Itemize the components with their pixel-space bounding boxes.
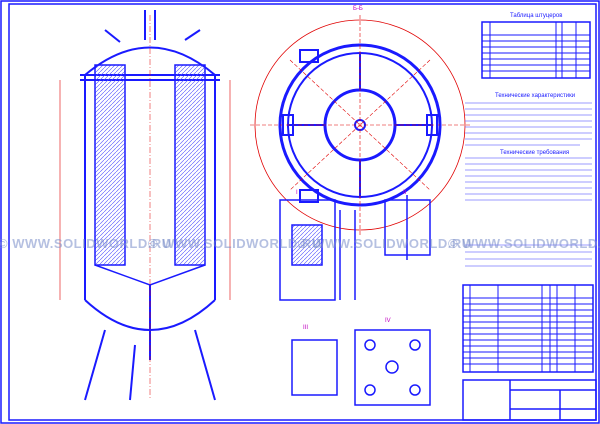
watermark: © WWW.SOLIDWORLD.RU xyxy=(0,236,172,251)
watermark: © WWW.SOLIDWORLD.RU xyxy=(448,236,600,251)
detail-label: II xyxy=(403,190,407,196)
section-label: Б-Б xyxy=(353,6,363,12)
tech-requirements-title: Технические требования xyxy=(500,150,570,156)
detail-label: I xyxy=(296,190,298,196)
watermark: © WWW.SOLIDWORLD.RU xyxy=(298,236,472,251)
nozzle-table xyxy=(481,21,591,79)
vessel-front-view xyxy=(59,10,231,401)
specification-table xyxy=(462,284,594,373)
detail-label: IV xyxy=(385,318,391,324)
text-lines xyxy=(465,102,592,267)
section-view xyxy=(250,15,470,235)
watermark: © WWW.SOLIDWORLD.RU xyxy=(148,236,322,251)
inner-frame xyxy=(8,3,597,421)
tech-characteristics-title: Технические характеристики xyxy=(495,93,576,99)
detail-label: III xyxy=(303,325,309,331)
detail-views xyxy=(279,195,431,406)
title-block xyxy=(462,379,597,421)
nozzle-table-title: Таблица штуцеров xyxy=(510,13,563,19)
